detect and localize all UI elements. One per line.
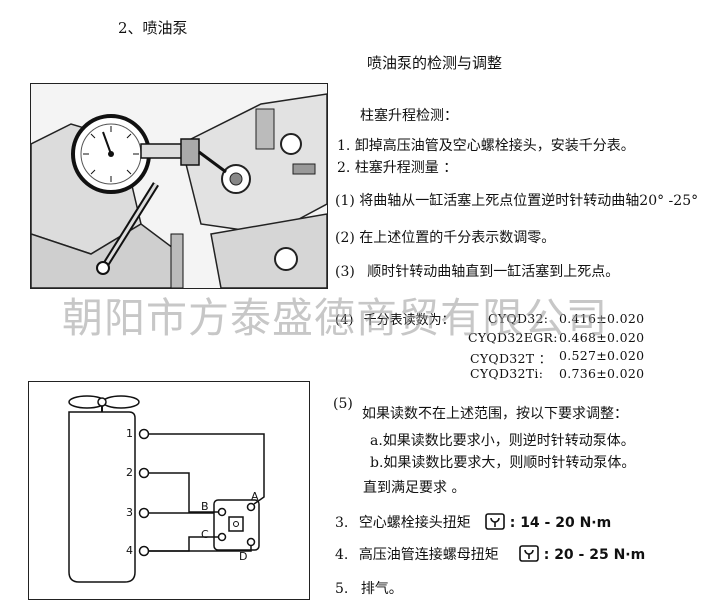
step-number: 4. <box>335 547 349 563</box>
step-text: 排气。 <box>360 581 403 597</box>
reading-value: 0.416±0.020 <box>559 311 645 326</box>
subtitle: 柱塞升程检测： <box>360 108 458 124</box>
section-heading: 2、喷油泵 <box>118 19 188 37</box>
step-text: 空心螺栓接头扭矩 <box>358 515 471 531</box>
step-text: 高压油管连接螺母扭矩 <box>358 547 499 563</box>
sub-step-4: (4) 千分表读数为： <box>335 309 455 328</box>
step-number: 3. <box>335 515 349 531</box>
connector-label: A <box>251 490 259 503</box>
terminal-label: 4 <box>126 544 133 557</box>
connector-label: C <box>201 528 209 541</box>
sub-step-5-b: b.如果读数比要求大，则顺时针转动泵体。 <box>370 455 636 471</box>
torque-wrench-icon <box>485 513 506 534</box>
step-text: 柱塞升程测量 ： <box>354 160 458 176</box>
reading-value: 0.468±0.020 <box>559 330 645 345</box>
sub-step-number: (3) <box>335 264 355 280</box>
step-2: 2. 柱塞升程测量 ： <box>337 157 457 177</box>
sub-step-text: 千分表读数为： <box>363 313 455 328</box>
sub-step-number: (2) <box>335 230 355 246</box>
terminal-label: 1 <box>126 427 133 440</box>
reading-value: 0.736±0.020 <box>559 366 645 381</box>
step-4: 4. 高压油管连接螺母扭矩 : 20 - 25 N·m <box>335 544 645 566</box>
torque-value: : 20 - 25 N·m <box>543 547 646 563</box>
sub-step-5-a: a.如果读数比要求小，则逆时针转动泵体。 <box>370 433 635 449</box>
step-text: 卸掉高压油管及空心螺栓接头，安装千分表。 <box>354 138 635 154</box>
reading-model: CYQD32T ： <box>470 351 552 366</box>
sub-step-5-number: (5) <box>333 396 353 412</box>
dial-gauge-photo <box>30 83 328 289</box>
sub-step-number: (4) <box>335 313 354 328</box>
step-1: 1. 卸掉高压油管及空心螺栓接头，安装千分表。 <box>337 135 635 155</box>
reading-model: CYQD32Ti: <box>470 366 544 381</box>
reading-model: CYQD32EGR: <box>468 330 558 345</box>
sub-step-5-text: 如果读数不在上述范围，按以下要求调整： <box>362 406 628 422</box>
torque-wrench-icon <box>519 545 540 566</box>
terminal-label: 3 <box>126 506 133 519</box>
step-number: 2. <box>337 160 351 176</box>
sub-step-text: 顺时针转动曲轴直到一缸活塞到上死点。 <box>367 264 620 280</box>
page-title: 喷油泵的检测与调整 <box>367 54 503 72</box>
step-number: 5. <box>335 581 349 597</box>
torque-value: : 14 - 20 N·m <box>509 515 612 531</box>
sub-step-2: (2) 在上述位置的千分表示数调零。 <box>335 227 555 247</box>
connector-label: B <box>201 500 209 513</box>
sub-step-text: 在上述位置的千分表示数调零。 <box>359 230 556 246</box>
terminal-label: 2 <box>126 466 133 479</box>
reading-value: 0.527±0.020 <box>559 348 645 363</box>
connector-label: D <box>239 550 248 563</box>
step-3: 3. 空心螺栓接头扭矩 : 14 - 20 N·m <box>335 512 611 534</box>
sub-step-3: (3) 顺时针转动曲轴直到一缸活塞到上死点。 <box>335 261 619 281</box>
reading-model: CYQD32: <box>488 311 549 326</box>
sub-step-number: (1) <box>335 193 355 209</box>
step-number: 1. <box>337 138 351 154</box>
sub-step-1: (1) 将曲轴从一缸活塞上死点位置逆时针转动曲轴20° -25° <box>335 190 698 210</box>
sub-step-5-until: 直到满足要求 。 <box>363 480 466 496</box>
wiring-diagram: 1 2 3 4 A B C D <box>28 381 310 600</box>
step-5: 5. 排气。 <box>335 578 403 598</box>
sub-step-text: 将曲轴从一缸活塞上死点位置逆时针转动曲轴20° -25° <box>359 193 699 209</box>
